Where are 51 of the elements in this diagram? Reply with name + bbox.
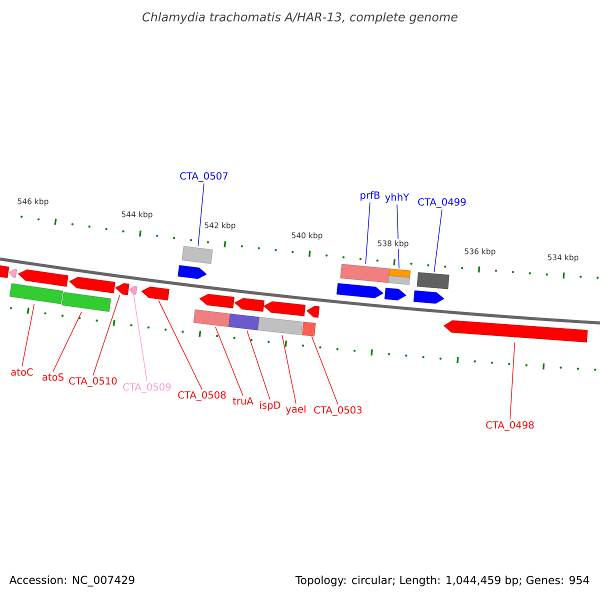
gene-block bbox=[384, 288, 406, 300]
leader-line bbox=[510, 342, 516, 420]
gene-label: CTA_0509 bbox=[123, 383, 171, 393]
gene-box bbox=[258, 316, 303, 336]
title: Chlamydia trachomatis A/HAR-13, complete genome bbox=[142, 12, 458, 24]
leader-line bbox=[215, 326, 244, 396]
leader-line bbox=[22, 304, 35, 367]
gene-box bbox=[302, 322, 316, 336]
gene-block bbox=[306, 306, 320, 318]
gene-label: ispD bbox=[260, 401, 280, 411]
gene-label: CTA_0508 bbox=[178, 391, 226, 401]
gene-block bbox=[129, 286, 138, 295]
gene-box bbox=[0, 265, 10, 278]
leader-line bbox=[158, 300, 202, 390]
gene-block bbox=[234, 298, 264, 312]
leader-line bbox=[198, 183, 204, 246]
leader-line bbox=[133, 294, 148, 382]
gene-box bbox=[416, 272, 450, 290]
gene-block bbox=[141, 286, 170, 300]
footer-text: Topology: circular; Length: 1,044,459 bp; Genes: 954 bbox=[295, 576, 590, 586]
gene-label: prfB bbox=[360, 191, 380, 201]
gene-label: yaeI bbox=[286, 405, 306, 415]
gene-block bbox=[413, 290, 444, 304]
gene-box bbox=[9, 283, 64, 304]
gene-block bbox=[18, 269, 68, 287]
gene-block bbox=[8, 269, 18, 278]
leader-line bbox=[52, 312, 82, 372]
gene-block bbox=[115, 283, 130, 296]
gene-box bbox=[388, 268, 411, 285]
leader-line bbox=[92, 294, 120, 376]
gene-label: CTA_0507 bbox=[180, 172, 228, 182]
leader-line bbox=[282, 334, 296, 404]
gene-label: CTA_0498 bbox=[486, 421, 534, 431]
gene-label: yhhY bbox=[385, 193, 410, 203]
gene-box bbox=[228, 314, 260, 330]
leader-line bbox=[311, 336, 338, 405]
leader-line bbox=[246, 330, 270, 400]
gene-box bbox=[62, 292, 112, 312]
gene-label: truA bbox=[232, 397, 254, 405]
footer-text: Accession: NC_007429 bbox=[9, 576, 134, 586]
gene-label: CTA_0503 bbox=[314, 406, 362, 416]
gene-block bbox=[199, 294, 234, 308]
gene-block bbox=[178, 265, 207, 279]
gene-label: CTA_0510 bbox=[69, 377, 117, 387]
gene-box bbox=[182, 246, 213, 264]
gene-box bbox=[193, 309, 230, 327]
gene-label: atoS bbox=[42, 373, 64, 381]
gene-box bbox=[340, 264, 390, 283]
gene-block bbox=[444, 320, 588, 342]
gene-label: atoC bbox=[11, 368, 33, 376]
gene-label: CTA_0499 bbox=[418, 198, 466, 208]
